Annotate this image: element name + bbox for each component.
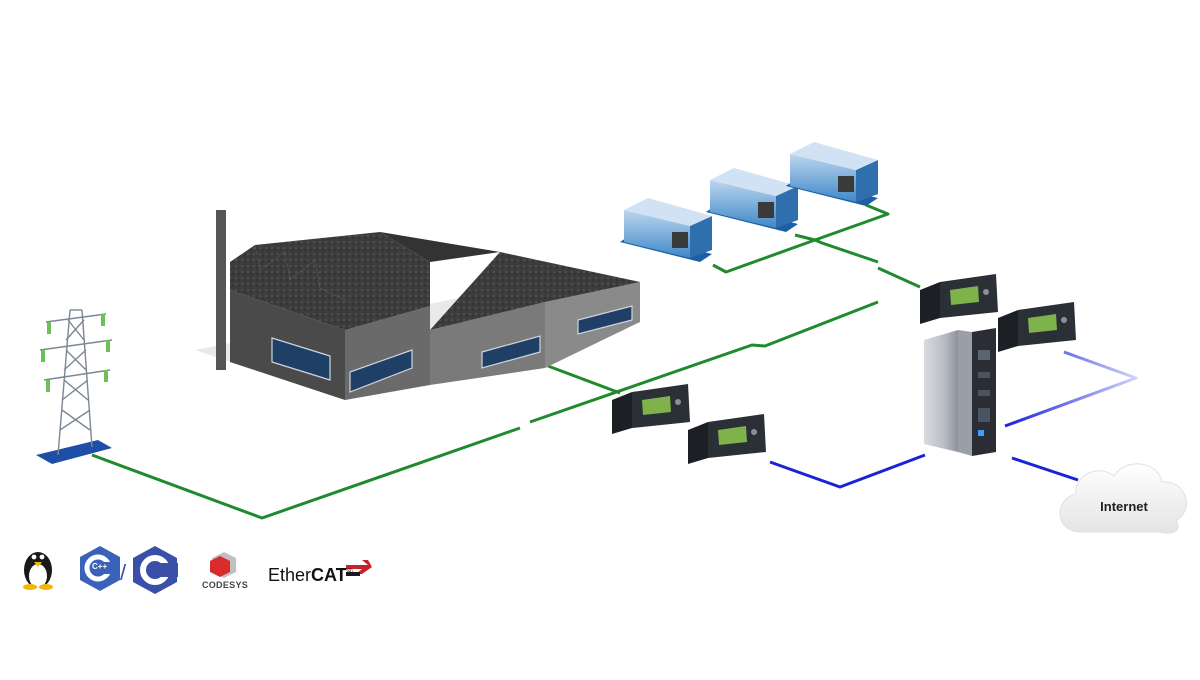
ethercat-prefix: Ether xyxy=(268,565,312,585)
generator-1 xyxy=(620,198,712,262)
internet-label: Internet xyxy=(1100,499,1148,514)
data-line-ipc-to-controller xyxy=(1004,350,1138,428)
controller-icon xyxy=(612,384,690,434)
linux-tux-icon xyxy=(23,552,53,590)
generator-icon xyxy=(620,198,712,262)
controller-icon xyxy=(920,274,998,324)
c-language-icon xyxy=(133,546,178,594)
cplusplus-logo-text: C++ xyxy=(92,562,108,571)
industrial-pc-icon xyxy=(924,328,996,456)
power-line-grid-main xyxy=(529,300,879,424)
ethercat-icon xyxy=(346,560,372,576)
transmission-tower-icon xyxy=(36,309,113,464)
controller-unit-4 xyxy=(998,302,1076,352)
data-line-controller-to-ipc xyxy=(769,453,926,489)
ethercat-suffix: CAT xyxy=(311,565,347,585)
factory-icon xyxy=(195,210,640,400)
c-logo-text: C xyxy=(150,562,151,563)
cplusplus-icon xyxy=(80,546,120,591)
codesys-logo-text: CODESYS xyxy=(201,580,249,590)
generator-2 xyxy=(706,168,798,232)
data-lines xyxy=(769,350,1138,489)
logo-separator: / xyxy=(120,560,127,585)
generator-3 xyxy=(786,142,878,206)
controller-icon xyxy=(998,302,1076,352)
power-line-factory-feed xyxy=(547,364,621,395)
power-line-gen3 xyxy=(814,203,890,242)
cloud-icon xyxy=(1059,463,1187,534)
controller-unit-2 xyxy=(688,414,766,464)
power-line-generators-bus xyxy=(712,238,879,274)
controller-unit-1 xyxy=(612,384,690,434)
power-line-tower-to-grid xyxy=(91,426,521,520)
data-line-ipc-to-internet xyxy=(1011,456,1079,482)
power-lines xyxy=(91,203,921,520)
controller-icon xyxy=(688,414,766,464)
ethercat-logo-text: EtherCAT® xyxy=(268,565,353,586)
power-line-gen2 xyxy=(794,233,816,242)
power-line-to-controllers xyxy=(877,266,921,289)
generator-icon xyxy=(786,142,878,206)
generator-icon xyxy=(706,168,798,232)
ethercat-registered-mark: ® xyxy=(346,567,353,576)
controller-unit-3 xyxy=(920,274,998,324)
codesys-icon xyxy=(210,552,236,578)
